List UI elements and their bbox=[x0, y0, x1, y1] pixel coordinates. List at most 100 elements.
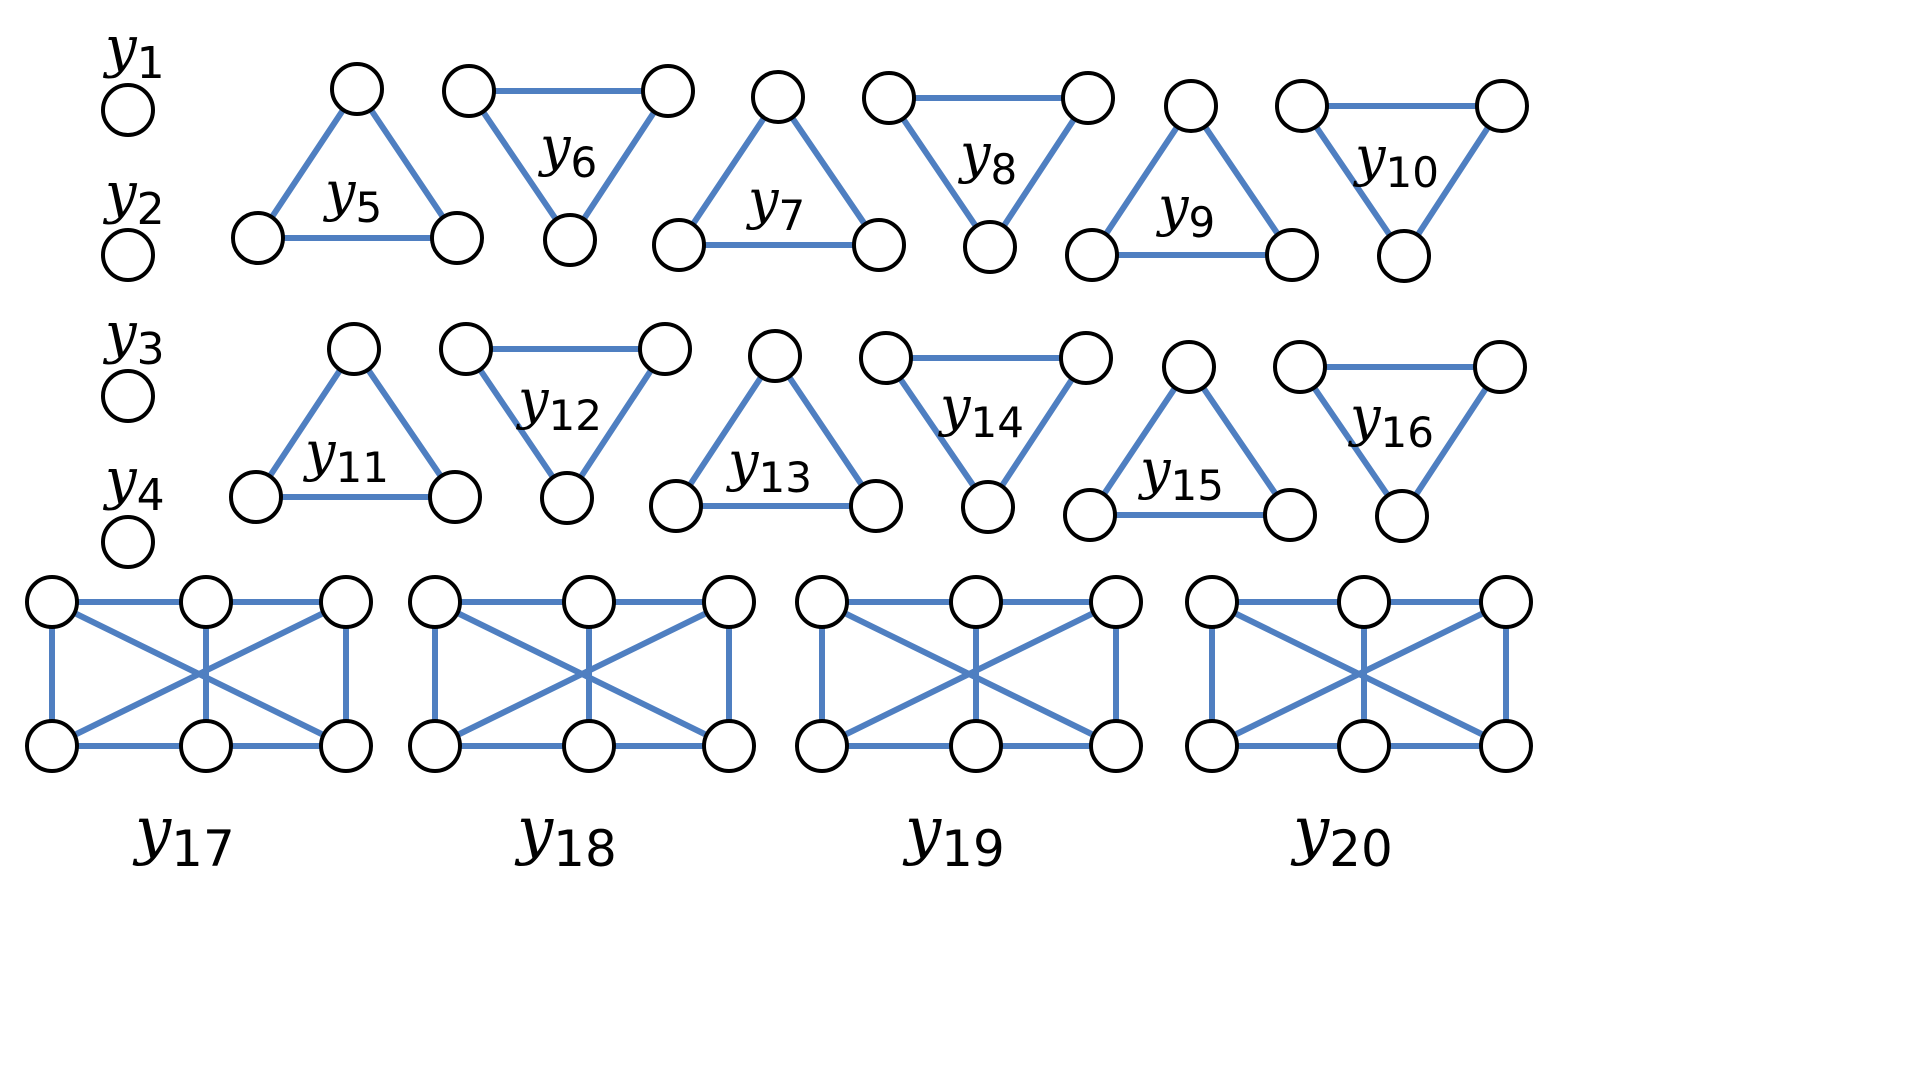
node-y5-2 bbox=[430, 211, 484, 265]
label-y17: y17 bbox=[132, 794, 235, 878]
node-y16-2 bbox=[1375, 489, 1429, 543]
node-y20-2 bbox=[1479, 575, 1533, 629]
edges-layer bbox=[49, 86, 1509, 749]
node-y20-0 bbox=[1185, 575, 1239, 629]
node-y12-0 bbox=[439, 322, 493, 376]
node-y14-0 bbox=[859, 331, 913, 385]
edge-y10-1 bbox=[1299, 103, 1407, 259]
node-y11-2 bbox=[428, 470, 482, 524]
label-base: y bbox=[938, 375, 972, 438]
label-subscript: 8 bbox=[991, 145, 1018, 194]
label-subscript: 4 bbox=[137, 470, 165, 521]
node-y10-1 bbox=[1475, 79, 1529, 133]
node-y18-2 bbox=[702, 575, 756, 629]
label-base: y bbox=[1353, 125, 1387, 188]
label-y12: y12 bbox=[516, 368, 602, 440]
node-y10-0 bbox=[1275, 79, 1329, 133]
label-subscript: 7 bbox=[779, 191, 806, 240]
node-y17-1 bbox=[179, 575, 233, 629]
label-y7: y7 bbox=[746, 168, 805, 240]
label-y5: y5 bbox=[323, 160, 382, 232]
node-y2-0 bbox=[101, 228, 155, 282]
label-base: y bbox=[102, 447, 138, 512]
node-y7-0 bbox=[751, 70, 805, 124]
node-y11-1 bbox=[229, 470, 283, 524]
node-y15-1 bbox=[1063, 488, 1117, 542]
edge-y8-2 bbox=[987, 95, 1091, 250]
node-y9-0 bbox=[1164, 79, 1218, 133]
node-y18-4 bbox=[562, 719, 616, 773]
label-subscript: 5 bbox=[356, 183, 383, 232]
edge-y18-8 bbox=[432, 599, 732, 749]
label-y15: y15 bbox=[1138, 438, 1224, 510]
node-y19-4 bbox=[949, 719, 1003, 773]
label-subscript: 13 bbox=[759, 453, 812, 502]
node-y20-1 bbox=[1337, 575, 1391, 629]
edge-y17-8 bbox=[49, 599, 349, 749]
node-y14-2 bbox=[961, 480, 1015, 534]
label-subscript: 6 bbox=[571, 138, 598, 187]
edge-y9-1 bbox=[1188, 103, 1295, 258]
node-y9-1 bbox=[1065, 228, 1119, 282]
label-y10: y10 bbox=[1353, 125, 1439, 197]
label-subscript: 2 bbox=[137, 184, 165, 235]
label-base: y bbox=[102, 301, 138, 366]
label-base: y bbox=[514, 794, 554, 868]
label-subscript: 16 bbox=[1381, 408, 1434, 457]
edge-y8-1 bbox=[886, 95, 993, 250]
node-y7-2 bbox=[852, 218, 906, 272]
node-y13-1 bbox=[649, 479, 703, 533]
label-base: y bbox=[516, 368, 550, 431]
label-base: y bbox=[538, 115, 572, 178]
label-base: y bbox=[303, 420, 337, 483]
label-subscript: 18 bbox=[553, 820, 617, 878]
nodes-layer bbox=[25, 62, 1533, 773]
label-y1: y1 bbox=[102, 15, 165, 89]
label-base: y bbox=[102, 15, 138, 80]
label-y3: y3 bbox=[102, 301, 165, 375]
node-y4-0 bbox=[101, 515, 155, 569]
label-y20: y20 bbox=[1290, 794, 1393, 878]
label-y4: y4 bbox=[102, 447, 165, 521]
node-y13-2 bbox=[849, 479, 903, 533]
node-y16-1 bbox=[1473, 340, 1527, 394]
edge-y7-1 bbox=[775, 94, 882, 248]
node-y12-1 bbox=[638, 322, 692, 376]
label-subscript: 15 bbox=[1171, 461, 1224, 510]
edge-y13-0 bbox=[673, 353, 778, 509]
label-subscript: 1 bbox=[137, 38, 165, 89]
label-y14: y14 bbox=[938, 375, 1024, 447]
edge-y20-8 bbox=[1209, 599, 1509, 749]
label-y8: y8 bbox=[958, 122, 1017, 194]
label-subscript: 11 bbox=[336, 443, 389, 492]
label-base: y bbox=[902, 794, 942, 868]
edge-y5-0 bbox=[255, 86, 360, 241]
edge-y12-2 bbox=[564, 346, 668, 501]
label-subscript: 17 bbox=[171, 820, 235, 878]
label-y18: y18 bbox=[514, 794, 617, 878]
label-y9: y9 bbox=[1156, 175, 1215, 247]
edge-y6-1 bbox=[466, 88, 573, 243]
edge-y7-0 bbox=[676, 94, 781, 248]
label-y11: y11 bbox=[303, 420, 389, 492]
node-y11-0 bbox=[327, 322, 381, 376]
labels-layer: y1y2y3y4y5y6y7y8y9y10y11y12y13y14y15y16y… bbox=[102, 15, 1439, 878]
edge-y6-2 bbox=[567, 88, 671, 243]
label-base: y bbox=[132, 794, 172, 868]
node-y8-1 bbox=[1061, 71, 1115, 125]
label-base: y bbox=[1156, 175, 1190, 238]
node-y14-1 bbox=[1059, 331, 1113, 385]
node-y20-3 bbox=[1185, 719, 1239, 773]
label-base: y bbox=[958, 122, 992, 185]
node-y18-0 bbox=[408, 575, 462, 629]
node-y9-2 bbox=[1265, 228, 1319, 282]
edge-y15-0 bbox=[1087, 364, 1192, 518]
node-y18-5 bbox=[702, 719, 756, 773]
label-y6: y6 bbox=[538, 115, 597, 187]
edge-y10-2 bbox=[1401, 103, 1505, 259]
label-y19: y19 bbox=[902, 794, 1005, 878]
label-subscript: 9 bbox=[1189, 198, 1216, 247]
label-base: y bbox=[102, 161, 138, 226]
edge-y9-0 bbox=[1089, 103, 1194, 258]
node-y10-2 bbox=[1377, 229, 1431, 283]
